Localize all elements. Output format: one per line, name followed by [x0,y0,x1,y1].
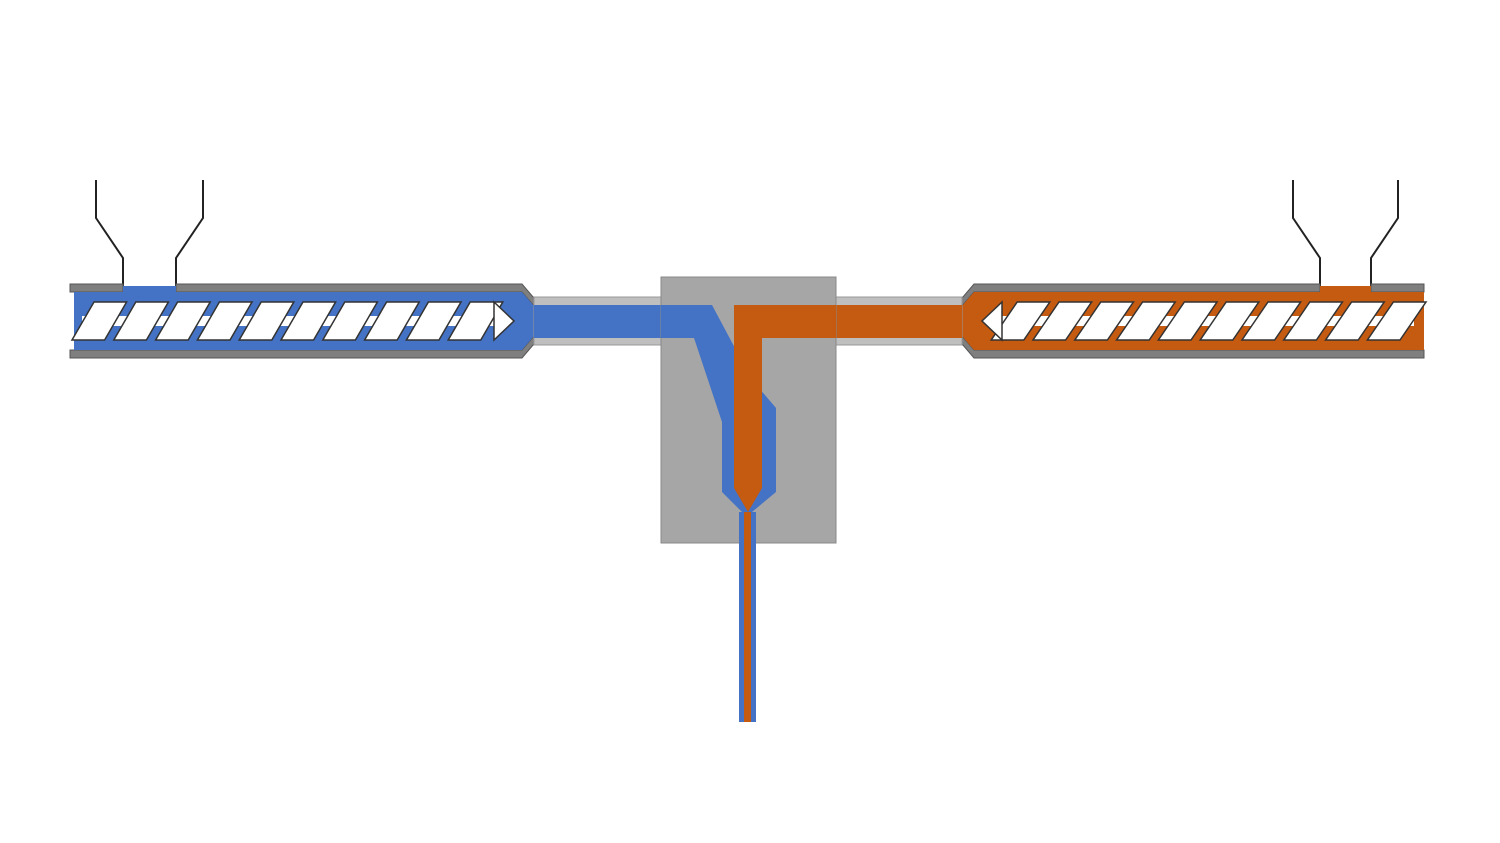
left-screw [70,300,516,342]
left-screw-shaft [82,316,500,326]
right-screw-flight [1156,301,1219,341]
left-screw-flight [196,301,254,341]
right-screw-flight [1031,301,1094,341]
right-screw-flight [1282,301,1344,341]
left-screw-flight [363,301,421,341]
left-screw-flight [154,301,212,341]
left-adapter-melt [534,305,661,338]
right-screw-flight [1240,301,1303,341]
right-screw-flight [1365,301,1428,341]
left-screw-flight [446,301,505,341]
right-screw [980,300,1428,342]
die-orange-channel [734,305,836,512]
left-feed-melt [123,286,176,292]
left-screw-flight [321,301,379,341]
right-screw-flight [1073,301,1135,341]
left-screw-flight [237,301,296,341]
left-extruder [69,180,535,359]
left-screw-tip [493,300,516,342]
left-screw-flight [112,301,170,341]
left-screw-flight [279,301,337,341]
right-feed-melt [1320,286,1371,292]
right-screw-tip [980,300,1003,342]
left-screw-flight [405,301,463,341]
right-screw-shaft [996,316,1414,326]
combined-filament-outlet [739,512,756,722]
right-extruder [961,180,1428,359]
right-adapter-melt [836,305,962,338]
right-screw-flight [989,301,1052,341]
left-screw-flight [70,301,128,341]
right-screw-flight [1198,301,1261,341]
right-hopper-icon [1292,180,1399,292]
right-screw-flight [1115,301,1177,341]
left-hopper-icon [95,180,204,292]
right-screw-flight [1324,301,1386,341]
